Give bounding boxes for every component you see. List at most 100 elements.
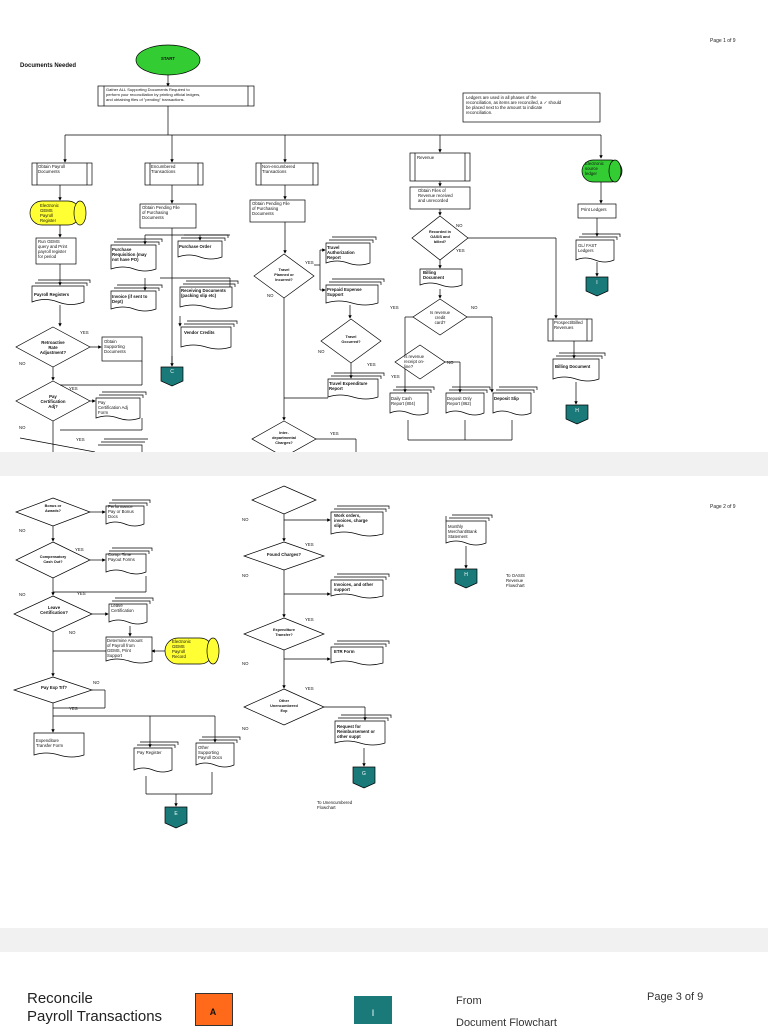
- pay-cert-adj-form: Pay Certification Adj Form: [98, 400, 128, 415]
- document-flowchart-label: Document Flowchart: [456, 1017, 557, 1029]
- no-label: NO: [19, 425, 26, 430]
- yes-label: YES: [69, 706, 78, 711]
- start-label: START: [160, 56, 175, 61]
- connector-a[interactable]: [195, 993, 233, 1026]
- nonencumbered-header: Non-encumbered Transactions: [262, 164, 296, 174]
- yes-label: YES: [305, 686, 314, 691]
- no-label: NO: [242, 573, 249, 578]
- leave-cert-doc: Leave Certification: [111, 603, 134, 613]
- no-label: NO: [19, 592, 26, 597]
- page-number: Page 3 of 9: [647, 991, 704, 1003]
- page-1: Page 1 of 9 Documents Needed: [0, 0, 768, 452]
- obtain-pending-purchasing: Obtain Pending File of Purchasing Docume…: [142, 205, 180, 220]
- other-unencumbered-decision: Other Unencumbered Exp: [270, 699, 298, 713]
- invoice-doc: Invoice (if sent to Dept): [112, 294, 148, 304]
- page-2: Page 2 of 9: [0, 476, 768, 928]
- gl-fast-ledgers-doc: GL/ FAST Ledgers: [578, 243, 597, 253]
- page-number: Page 1 of 9: [710, 38, 736, 44]
- leave-cert-decision: Leave Certification?: [40, 605, 68, 615]
- daily-cash-report: Daily Cash Report (804): [391, 396, 416, 406]
- billing-document-2: Billing Document: [555, 364, 591, 369]
- no-label: NO: [267, 293, 274, 298]
- pay-exp-trf-decision: Pay Exp Trf?: [40, 685, 68, 690]
- invoices-other-doc: Invoices, and other support: [334, 582, 374, 592]
- bonus-awards-decision: Bonus or Awards?: [44, 504, 62, 513]
- no-label: NO: [69, 630, 76, 635]
- vendor-credits-doc: Vendor Credits: [184, 330, 215, 335]
- connector-a-label: A: [209, 1007, 217, 1017]
- prepaid-expense-doc: Prepaid Expense Support: [327, 287, 362, 297]
- other-supporting-docs: Other Supporting Payroll Docs: [198, 745, 223, 760]
- deposit-only-report: Deposit Only Report (862): [447, 396, 472, 406]
- comp-time-forms: Comp. Time Payout Forms: [108, 552, 135, 562]
- yes-label: YES: [305, 542, 314, 547]
- ledgers-note: [462, 92, 601, 123]
- monthly-merchant-statement: Monthly Merchant/Bank Statement: [448, 524, 477, 539]
- travel-expenditure-doc: Travel Expenditure Report: [329, 381, 368, 391]
- yes-label: YES: [367, 362, 376, 367]
- obtain-supporting-docs: Obtain Supporting Documents: [104, 339, 126, 354]
- connector-i[interactable]: I: [596, 280, 598, 286]
- obtain-pending-purchasing-2: Obtain Pending File of Purchasing Docume…: [252, 201, 290, 216]
- documents-needed-heading: Documents Needed: [20, 63, 77, 69]
- purchase-requisition-doc: Purchase Requisition (may not have PO): [112, 247, 147, 262]
- no-label: NO: [242, 517, 249, 522]
- recorded-oasis-decision: Recorded in OASIS and billed?: [429, 230, 451, 244]
- title-line-1: Reconcile: [27, 990, 93, 1007]
- gather-documents-step: Gather ALL Supporting Documents Required…: [106, 87, 201, 102]
- retroactive-rate-decision: Retroactive Rate Adjustment?: [39, 340, 67, 355]
- connector-g[interactable]: G: [362, 771, 366, 777]
- page-number: Page 2 of 9: [710, 504, 736, 510]
- gems-payroll-record: Electronic GEMS Payroll Record: [172, 639, 191, 659]
- connector-h[interactable]: H: [464, 572, 468, 578]
- page-3-title: Reconcile Payroll Transactions: [27, 990, 162, 1026]
- no-label: NO: [93, 680, 100, 685]
- expenditure-transfer-form: Expenditure Transfer Form: [36, 738, 64, 748]
- title-line-2: Payroll Transactions: [27, 1008, 163, 1025]
- yes-label: YES: [80, 330, 89, 335]
- comp-cash-out-decision: Compensatory Cash Out?: [39, 555, 67, 564]
- page-2-flowchart: [12, 485, 493, 829]
- connector-e[interactable]: E: [174, 811, 178, 817]
- connector-i[interactable]: [354, 996, 392, 1024]
- gather-process: [97, 85, 255, 107]
- no-label: NO: [447, 360, 454, 365]
- revenue-receipt-decision: Is revenue receipt on- line?: [404, 354, 425, 369]
- revenue-credit-card-decision: Is revenue credit card?: [429, 310, 451, 325]
- yes-label: YES: [391, 374, 400, 379]
- run-gems-query: Run GEMS query and Print payroll registe…: [38, 239, 68, 259]
- no-label: NO: [19, 361, 26, 366]
- ledgers-note-text: Ledgers are used in all phases of the re…: [466, 95, 562, 115]
- yes-label: YES: [330, 431, 339, 436]
- yes-label: YES: [456, 248, 465, 253]
- no-label: NO: [242, 661, 249, 666]
- unrecorded-revenues-step: Prospect/Billed Revenues: [554, 320, 583, 330]
- yes-label: YES: [390, 305, 399, 310]
- electronic-ledger-label: Electronic source ledger: [585, 161, 604, 176]
- gems-register-label: Electronic GEMS Payroll Register: [40, 203, 59, 223]
- yes-label: YES: [77, 591, 86, 596]
- connector-c[interactable]: C: [170, 369, 174, 375]
- inter-departmental-decision: Inter- departmental Charges?: [272, 431, 296, 445]
- yes-label: YES: [305, 617, 314, 622]
- no-label: NO: [318, 349, 325, 354]
- print-ledgers-step: Print Ledgers: [581, 207, 607, 212]
- determine-amount-step: Determine Amount of Payroll from GEMS, P…: [107, 638, 143, 658]
- connector-i-label: I: [371, 1008, 375, 1018]
- receiving-documents-doc: Receiving Documents (packing slip etc): [181, 288, 226, 298]
- travel-occurred-decision: Travel Occurred?: [341, 335, 361, 344]
- revenue-header: Revenue: [417, 155, 435, 160]
- yes-label: YES: [69, 386, 78, 391]
- travel-authorization-doc: Travel Authorization Report: [327, 245, 355, 260]
- connector-h[interactable]: H: [575, 408, 579, 414]
- from-label: From: [456, 995, 482, 1007]
- purchase-order-doc: Purchase Order: [179, 244, 212, 249]
- payroll-documents-header: Obtain Payroll Documents: [38, 164, 65, 174]
- etr-form-doc: ETR Form: [334, 649, 355, 654]
- billing-document-doc: Billing Document: [423, 270, 445, 280]
- obtain-revenue-files: Obtain Files of Revenue received and unr…: [418, 188, 453, 203]
- page-1-flowchart: [15, 44, 623, 452]
- yes-label: YES: [305, 260, 314, 265]
- no-label: NO: [471, 305, 478, 310]
